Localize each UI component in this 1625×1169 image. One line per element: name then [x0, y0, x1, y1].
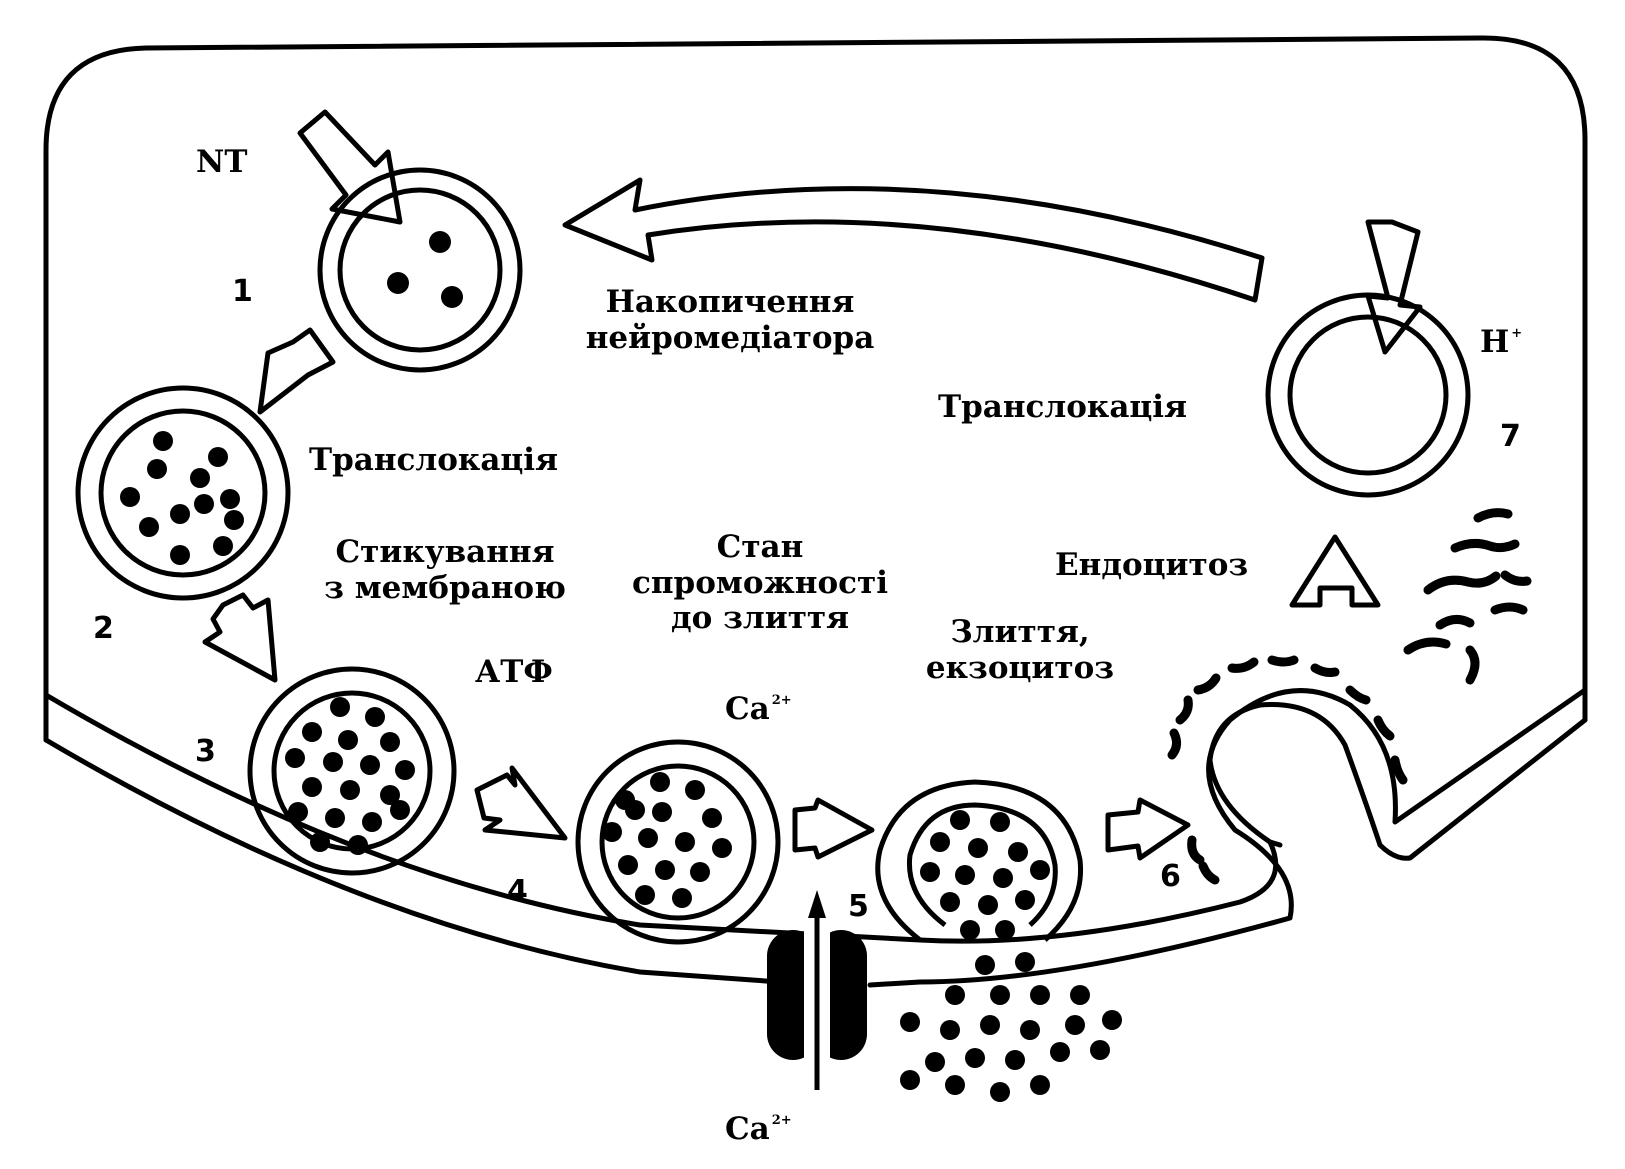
step-number-4: 4 — [507, 874, 528, 909]
nt-entry-arrow — [297, 109, 403, 225]
vesicle-step-5-fusing — [875, 779, 1084, 942]
fusion-line-1: Злиття, — [950, 614, 1090, 650]
priming-line-2: спроможності — [631, 564, 889, 601]
priming-label: Стан спроможності до злиття — [610, 529, 910, 637]
step-arrow-3-4 — [474, 765, 568, 841]
proton-charge: + — [1511, 326, 1523, 341]
priming-line-3: до злиття — [670, 600, 850, 637]
endocytosis-label: Ендоцитоз — [1055, 547, 1249, 583]
vesicle-5-contents — [920, 810, 1050, 940]
vesicle-step-1 — [317, 167, 523, 373]
presynaptic-terminal-outline — [43, 35, 1588, 743]
step-arrow-2-3 — [202, 592, 278, 683]
accumulation-line-1: Накопичення — [605, 284, 855, 320]
calcium-channel — [767, 890, 867, 1090]
calcium-top-text: Ca — [725, 691, 770, 727]
accumulation-label: Накопичення нейромедіатора — [560, 284, 900, 356]
clathrin-coat-marks — [1167, 508, 1532, 885]
translocation-right-label: Транслокація — [938, 389, 1187, 425]
recycling-return-arrow — [562, 177, 1265, 303]
vesicle-step-2 — [75, 385, 291, 601]
docking-label: Стикування з мембраною — [300, 534, 590, 606]
vesicle-2-contents — [120, 431, 244, 565]
proton-label: H+ — [1480, 324, 1523, 361]
nt-label: NT — [196, 144, 248, 180]
priming-line-1: Стан — [716, 529, 804, 565]
step-number-7: 7 — [1500, 419, 1521, 454]
step-arrow-5-6 — [1105, 797, 1191, 861]
membrane-right-upper — [1392, 687, 1588, 825]
calcium-top-charge: 2+ — [771, 693, 792, 708]
step-number-6: 6 — [1160, 859, 1181, 894]
vesicle-3-contents — [285, 697, 415, 855]
membrane-outer-line — [43, 737, 783, 985]
calcium-bottom-charge: 2+ — [771, 1113, 792, 1128]
accumulation-line-2: нейромедіатора — [585, 319, 875, 356]
step-number-5: 5 — [848, 889, 869, 924]
docking-line-1: Стикування — [335, 534, 555, 570]
released-neurotransmitter — [900, 952, 1122, 1102]
step-arrow-4-5 — [792, 797, 875, 860]
vesicle-5-inner — [906, 802, 1058, 927]
fusion-label: Злиття, екзоцитоз — [900, 614, 1140, 686]
vesicle-4-contents — [602, 772, 732, 908]
calcium-bottom-text: Ca — [725, 1111, 770, 1147]
step-number-1: 1 — [232, 274, 253, 309]
step-number-2: 2 — [93, 611, 114, 646]
docking-line-2: з мембраною — [324, 569, 566, 606]
step-arrow-1-2 — [257, 327, 336, 415]
vesicle-step-4 — [575, 739, 781, 945]
step-number-3: 3 — [195, 734, 216, 769]
fusion-line-2: екзоцитоз — [925, 649, 1115, 686]
atp-label: АТФ — [475, 654, 553, 690]
vesicle-1-contents — [387, 231, 463, 308]
proton-text: H — [1480, 324, 1510, 360]
membrane-inner-line — [43, 692, 1283, 944]
membrane-right-lower — [1407, 717, 1588, 861]
translocation-left-label: Транслокація — [309, 442, 558, 478]
vesicle-step-7 — [1265, 292, 1471, 498]
membrane-outer-line-right — [867, 915, 1293, 988]
step-arrow-6-7-endocytosis — [1289, 534, 1381, 608]
endocytic-pit-inner — [1207, 702, 1411, 861]
